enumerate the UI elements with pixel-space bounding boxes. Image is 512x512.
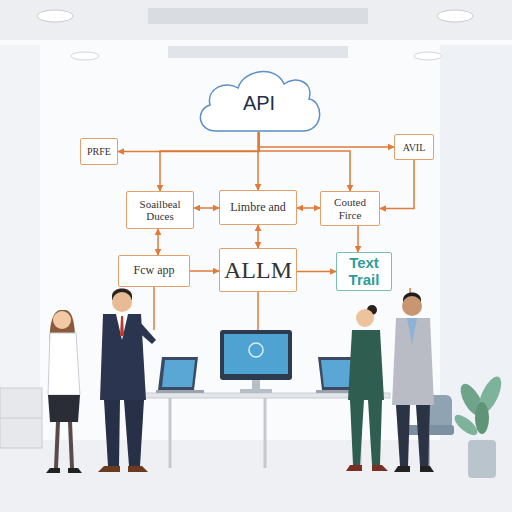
leader-line xyxy=(257,292,259,330)
filing-cabinet xyxy=(0,388,42,448)
leg xyxy=(56,422,58,468)
ceiling-light xyxy=(37,10,73,22)
node-label: API xyxy=(243,92,275,114)
node-label: Couted Firce xyxy=(324,196,376,220)
connector-arrow xyxy=(357,226,359,252)
shoe xyxy=(394,466,410,472)
node-label: Soailbeal Duces xyxy=(130,198,190,222)
cloud-shape xyxy=(200,72,319,131)
head xyxy=(356,309,374,327)
node-label: AVIL xyxy=(403,142,426,153)
monitor xyxy=(220,330,292,380)
node-label: Text Trail xyxy=(340,255,388,288)
plant-pot xyxy=(468,440,496,478)
connector-arrow xyxy=(157,229,159,255)
connector-arrow xyxy=(259,132,350,191)
plant-leaf xyxy=(475,402,489,434)
trousers xyxy=(396,405,410,466)
head xyxy=(112,292,132,312)
plant-leaf xyxy=(451,411,480,438)
head xyxy=(402,296,422,316)
floor xyxy=(0,440,512,512)
node-label: ALLM xyxy=(224,257,292,283)
trousers xyxy=(350,400,364,465)
connector-arrow xyxy=(194,207,219,209)
window xyxy=(440,45,512,440)
shoe xyxy=(46,468,60,473)
shoe xyxy=(346,465,362,471)
connector-arrow xyxy=(297,271,336,273)
process-box: Couted Firce xyxy=(320,191,380,226)
connector-arrow xyxy=(160,132,259,191)
connector-arrow xyxy=(297,207,320,209)
laptop xyxy=(158,357,198,390)
connector-arrow xyxy=(257,225,259,248)
shoe xyxy=(68,468,82,473)
process-box: Fcw app xyxy=(118,255,190,287)
shirt xyxy=(407,318,417,345)
connector-arrow xyxy=(190,270,219,272)
leader-line xyxy=(153,287,155,330)
desk-leg xyxy=(264,398,267,468)
tie xyxy=(120,316,124,336)
cabinet-drawer xyxy=(0,418,42,419)
process-box: ALLM xyxy=(219,248,297,292)
screen-logo xyxy=(249,343,263,357)
blouse xyxy=(48,333,80,395)
arm xyxy=(136,322,156,344)
ceiling-light xyxy=(437,10,473,22)
skirt xyxy=(48,395,80,422)
process-box: Soailbeal Duces xyxy=(126,191,194,229)
trousers xyxy=(368,400,382,465)
ceiling-panel xyxy=(148,8,368,24)
node-label: Fcw app xyxy=(134,264,175,277)
connector-arrow xyxy=(380,160,414,209)
window xyxy=(0,45,40,390)
monitor-base xyxy=(240,389,272,393)
process-box: PRFE xyxy=(80,138,118,165)
desk-leg xyxy=(169,398,172,468)
blazer xyxy=(392,318,434,405)
ceiling-light xyxy=(71,52,99,60)
trousers xyxy=(124,400,144,466)
process-box: Limbre and xyxy=(219,190,297,225)
jacket xyxy=(348,330,384,400)
ceiling xyxy=(0,0,512,40)
laptop-base xyxy=(156,390,204,393)
process-box: Text Trail xyxy=(336,252,392,291)
trousers xyxy=(416,405,430,466)
ceiling-panel xyxy=(168,46,348,58)
connector-arrow xyxy=(118,132,259,152)
shoe xyxy=(128,466,148,472)
cloud-node: API xyxy=(194,64,324,132)
laptop-screen xyxy=(162,360,195,387)
shoe xyxy=(420,466,434,472)
ceiling-light xyxy=(414,52,442,60)
head xyxy=(53,311,71,329)
shirt xyxy=(116,314,128,340)
connector-arrow xyxy=(259,132,394,147)
monitor-stand xyxy=(252,380,260,390)
leg xyxy=(70,422,72,468)
node-label: Limbre and xyxy=(230,201,286,214)
process-box: AVIL xyxy=(394,134,434,160)
trousers xyxy=(104,400,120,466)
monitor-screen xyxy=(224,334,288,374)
shoe xyxy=(98,466,120,472)
shoe xyxy=(372,465,388,471)
connector-arrow xyxy=(257,132,259,190)
node-label: PRFE xyxy=(87,146,111,157)
